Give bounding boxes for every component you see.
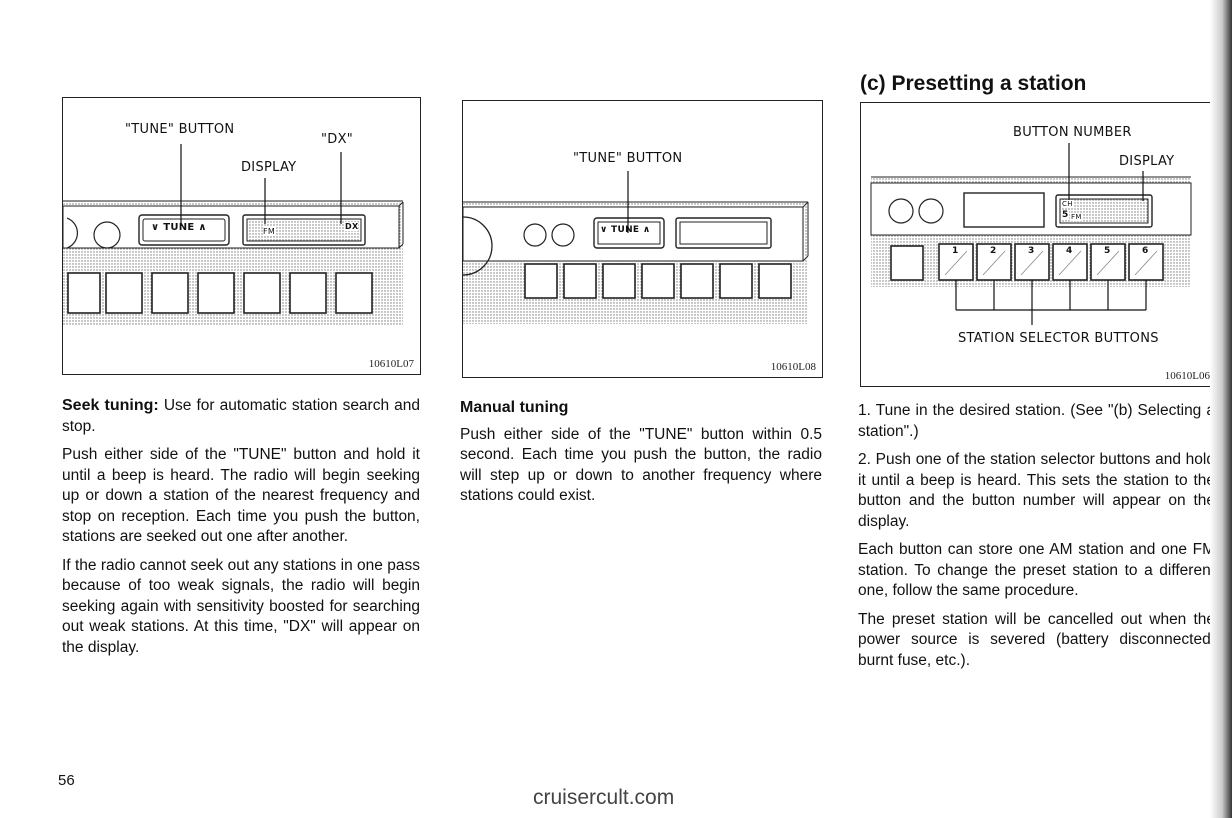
preset-4: 4: [1066, 246, 1073, 256]
preset-5: 5: [1104, 246, 1111, 256]
figure-code: 10610L08: [770, 361, 816, 373]
seek-tuning-text: Seek tuning: Use for automatic station s…: [62, 396, 420, 666]
radio-illustration-1: [63, 144, 404, 326]
figure-seek-tuning: "TUNE" BUTTON "DX" DISPLAY ∨ TUNE ∧ FM D…: [62, 97, 421, 375]
preset-step-1: 1. Tune in the desired station. (See "(b…: [858, 402, 1215, 440]
chevron-down-icon: ∨: [151, 222, 160, 233]
preset-3: 3: [1028, 246, 1035, 256]
preset-paragraph-4: The preset station will be cancelled out…: [858, 610, 1215, 669]
tune-button-text: ∨ TUNE ∧: [151, 222, 207, 233]
preset-step-2: 2. Push one of the station selector butt…: [858, 451, 1215, 530]
station-selector-label: STATION SELECTOR BUTTONS: [958, 331, 1159, 346]
chevron-down-icon: ∨: [600, 225, 608, 235]
seek-paragraph-3: If the radio cannot seek out any station…: [62, 556, 420, 656]
display-band: FM: [1071, 213, 1082, 221]
button-number-label: BUTTON NUMBER: [1013, 125, 1132, 140]
tune-button-label: "TUNE" BUTTON: [125, 122, 235, 137]
manual-heading: Manual tuning: [460, 399, 569, 416]
tune-button-label: "TUNE" BUTTON: [573, 151, 683, 166]
figure-presetting: BUTTON NUMBER DISPLAY CH 5 FM 1 2 3 4 5 …: [860, 102, 1217, 387]
seek-paragraph-2: Push either side of the "TUNE" button an…: [62, 446, 420, 545]
preset-paragraph-3: Each button can store one AM station and…: [858, 541, 1215, 599]
tune-text: TUNE: [163, 222, 195, 233]
page-number: 56: [58, 772, 75, 789]
tune-button-text: ∨ TUNE ∧: [600, 225, 650, 235]
display-channel-number: 5: [1062, 210, 1069, 220]
chevron-up-icon: ∧: [198, 222, 207, 233]
preset-6: 6: [1142, 246, 1149, 256]
manual-paragraph-1: Push either side of the "TUNE" button wi…: [460, 425, 822, 505]
figure-manual-tuning: "TUNE" BUTTON ∨ TUNE ∧ 10610L08: [462, 100, 823, 378]
seek-intro-text: Use for automatic station search and sto…: [62, 397, 421, 435]
display-dx: DX: [345, 222, 359, 231]
section-title: (c) Presetting a station: [860, 72, 1087, 95]
radio-illustration-2: [463, 171, 809, 324]
dx-label: "DX": [321, 132, 354, 147]
page-binding-shadow: [1210, 0, 1232, 818]
seek-heading: Seek tuning:: [62, 397, 159, 414]
figure-code: 10610L06: [1164, 370, 1210, 382]
seek-intro: Seek tuning: Use for automatic station s…: [62, 396, 420, 437]
display-band: FM: [263, 227, 276, 236]
watermark: cruisercult.com: [533, 786, 675, 809]
manual-tuning-text: Manual tuning Push either side of the "T…: [460, 398, 822, 515]
radio-illustration-3: [870, 143, 1192, 325]
preset-2: 2: [990, 246, 997, 256]
chevron-up-icon: ∧: [642, 225, 651, 235]
tune-text: TUNE: [611, 225, 640, 235]
display-ch: CH: [1062, 200, 1073, 208]
figure-code: 10610L07: [368, 358, 414, 370]
presetting-text: 1. Tune in the desired station. (See "(b…: [858, 401, 1215, 679]
display-label: DISPLAY: [1119, 154, 1175, 169]
preset-1: 1: [952, 246, 959, 256]
display-label: DISPLAY: [241, 160, 297, 175]
